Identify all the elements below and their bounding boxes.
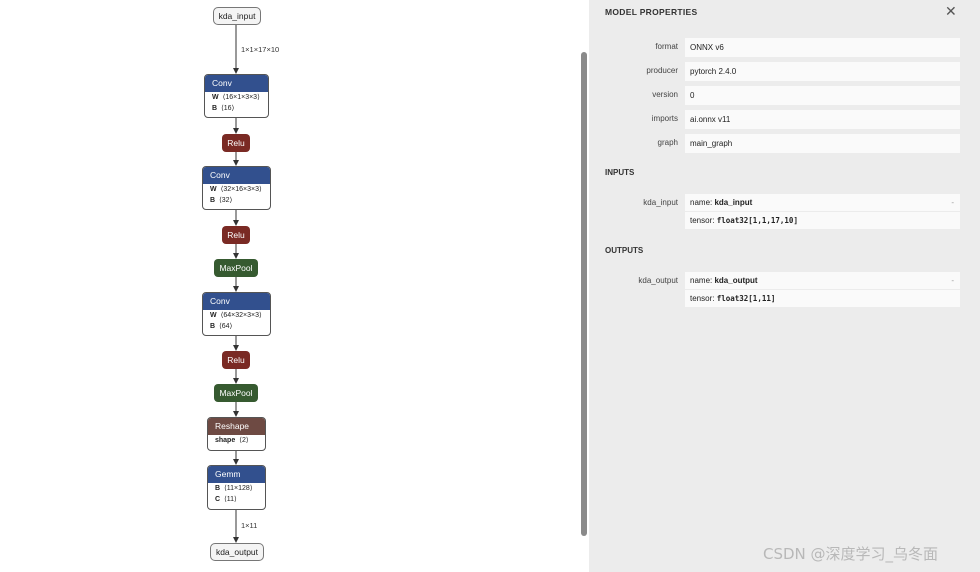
gemm-node[interactable]: Gemm B⟨11×128⟩ C⟨11⟩ bbox=[207, 465, 266, 510]
node-attr-b: B⟨11×128⟩ bbox=[215, 485, 253, 492]
maxpool-node-2[interactable]: MaxPool bbox=[214, 384, 258, 402]
input-label: kda_input bbox=[643, 198, 678, 207]
property-row-format: format ONNX v6 bbox=[589, 38, 980, 58]
inputs-section-title: INPUTS bbox=[605, 168, 635, 177]
relu-node-1[interactable]: Relu bbox=[222, 134, 250, 152]
panel-title: MODEL PROPERTIES bbox=[605, 7, 698, 17]
input-node[interactable]: kda_input bbox=[213, 7, 261, 25]
property-row-producer: producer pytorch 2.4.0 bbox=[589, 62, 980, 82]
node-attr-b: B⟨64⟩ bbox=[210, 323, 233, 330]
node-title: Conv bbox=[205, 75, 268, 92]
property-value: pytorch 2.4.0 bbox=[685, 62, 960, 81]
output-node[interactable]: kda_output bbox=[210, 543, 264, 561]
node-attr-w: W⟨16×1×3×3⟩ bbox=[212, 94, 260, 101]
node-attr-shape: shape⟨2⟩ bbox=[215, 437, 249, 444]
output-tensor-line: tensor: float32[1,11] bbox=[685, 290, 960, 308]
output-label: kda_output bbox=[638, 276, 678, 285]
node-attr-c: C⟨11⟩ bbox=[215, 496, 237, 503]
property-label: graph bbox=[657, 138, 678, 147]
property-label: version bbox=[652, 90, 678, 99]
node-attr-b: B⟨32⟩ bbox=[210, 197, 233, 204]
expand-icon[interactable]: - bbox=[951, 276, 954, 285]
output-detail[interactable]: name: kda_output - tensor: float32[1,11] bbox=[685, 272, 960, 308]
property-value: 0 bbox=[685, 86, 960, 105]
node-title: Conv bbox=[203, 167, 270, 184]
property-row-version: version 0 bbox=[589, 86, 980, 106]
expand-icon[interactable]: - bbox=[951, 198, 954, 207]
graph-edges bbox=[233, 25, 239, 543]
property-value: main_graph bbox=[685, 134, 960, 153]
property-value: ONNX v6 bbox=[685, 38, 960, 57]
property-row-imports: imports ai.onnx v11 bbox=[589, 110, 980, 130]
input-tensor-line: tensor: float32[1,1,17,10] bbox=[685, 212, 960, 230]
node-title: Conv bbox=[203, 293, 270, 310]
model-properties-panel: MODEL PROPERTIES ✕ format ONNX v6 produc… bbox=[589, 0, 980, 572]
property-row-graph: graph main_graph bbox=[589, 134, 980, 154]
reshape-node[interactable]: Reshape shape⟨2⟩ bbox=[207, 417, 266, 451]
relu-node-2[interactable]: Relu bbox=[222, 226, 250, 244]
relu-node-3[interactable]: Relu bbox=[222, 351, 250, 369]
input-name-line: name: kda_input - bbox=[685, 194, 960, 212]
node-title: Reshape bbox=[208, 418, 265, 435]
edge-label-output-shape: 1×11 bbox=[241, 521, 258, 530]
outputs-section-title: OUTPUTS bbox=[605, 246, 644, 255]
maxpool-node-1[interactable]: MaxPool bbox=[214, 259, 258, 277]
input-detail[interactable]: name: kda_input - tensor: float32[1,1,17… bbox=[685, 194, 960, 230]
conv-node-2[interactable]: Conv W⟨32×16×3×3⟩ B⟨32⟩ bbox=[202, 166, 271, 210]
graph-canvas[interactable]: kda_input 1×1×17×10 Conv W⟨16×1×3×3⟩ B⟨1… bbox=[0, 0, 580, 572]
node-attr-w: W⟨32×16×3×3⟩ bbox=[210, 186, 262, 193]
property-label: producer bbox=[646, 66, 678, 75]
edge-label-input-shape: 1×1×17×10 bbox=[241, 45, 280, 54]
property-label: imports bbox=[651, 114, 678, 123]
node-title: Gemm bbox=[208, 466, 265, 483]
vertical-scrollbar[interactable] bbox=[580, 0, 589, 572]
node-attr-b: B⟨16⟩ bbox=[212, 105, 235, 112]
output-name-line: name: kda_output - bbox=[685, 272, 960, 290]
node-attr-w: W⟨64×32×3×3⟩ bbox=[210, 312, 262, 319]
conv-node-3[interactable]: Conv W⟨64×32×3×3⟩ B⟨64⟩ bbox=[202, 292, 271, 336]
property-value: ai.onnx v11 bbox=[685, 110, 960, 129]
close-icon[interactable]: ✕ bbox=[945, 3, 957, 19]
property-label: format bbox=[655, 42, 678, 51]
scrollbar-thumb[interactable] bbox=[581, 52, 587, 536]
conv-node-1[interactable]: Conv W⟨16×1×3×3⟩ B⟨16⟩ bbox=[204, 74, 269, 118]
watermark-text: CSDN @深度学习_乌冬面 bbox=[763, 545, 939, 563]
